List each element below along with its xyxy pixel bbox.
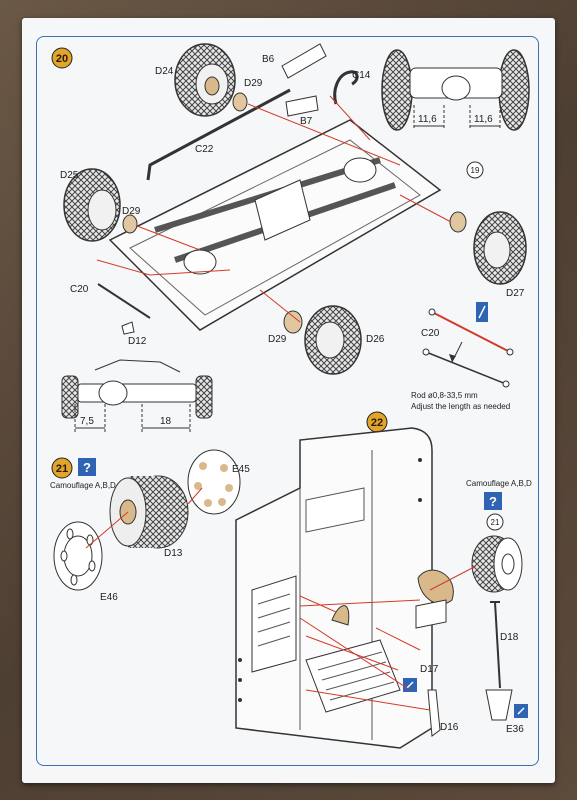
svg-text:22: 22 — [371, 417, 383, 429]
part-d12 — [121, 321, 135, 335]
label-c14: C14 — [352, 70, 371, 81]
label-c20: C20 — [70, 284, 89, 295]
page-frame — [36, 36, 539, 766]
body-panel — [235, 427, 454, 749]
label-d18: D18 — [500, 632, 519, 643]
rod-note-2: Adjust the length as needed — [411, 402, 510, 411]
step-19-ref: 19 — [466, 161, 484, 179]
dim-bottom-left: 7,5 — [80, 416, 94, 427]
label-d24: D24 — [155, 66, 174, 77]
callout-lines-step22 — [299, 565, 477, 711]
part-c20-link — [97, 283, 151, 319]
disc-e46 — [53, 521, 103, 591]
label-d26: D26 — [366, 334, 385, 345]
part-c14 — [333, 70, 359, 105]
part-d18-shovel — [485, 601, 513, 721]
label-e46: E46 — [100, 592, 118, 603]
label-e36: E36 — [506, 724, 524, 735]
dim-bottom-right: 18 — [160, 416, 172, 427]
label-d27: D27 — [506, 288, 525, 299]
chassis-frame — [108, 119, 442, 331]
info-icon-step21: ? — [78, 458, 96, 476]
hub-d29-bottom — [283, 310, 303, 334]
svg-text:?: ? — [83, 460, 91, 475]
rod-note-1: Rod ø0,8-33,5 mm — [411, 391, 478, 400]
camouflage-step21: Camouflage A,B,D — [50, 481, 116, 490]
callout-lines-step21 — [85, 487, 203, 549]
hub-d29-top — [232, 92, 248, 112]
part-c22-rod — [146, 88, 291, 181]
label-d16: D16 — [440, 722, 459, 733]
dim-top-right: 11,6 — [474, 114, 493, 125]
label-b7: B7 — [300, 116, 313, 127]
label-e45: E45 — [232, 464, 250, 475]
label-d29-top: D29 — [244, 78, 263, 89]
hub-d29-right — [449, 211, 467, 233]
dim-top-left: 11,6 — [418, 114, 437, 125]
label-d12: D12 — [128, 336, 147, 347]
camouflage-step22: Camouflage A,B,D — [466, 479, 532, 488]
step-21-badge: 21 — [51, 457, 73, 479]
svg-text:21: 21 — [491, 518, 500, 527]
step-22-badge: 22 — [366, 411, 388, 433]
label-d29-bottom: D29 — [268, 334, 287, 345]
label-d13: D13 — [164, 548, 183, 559]
axle-bottom-view — [61, 359, 213, 432]
info-icon-e36 — [514, 704, 528, 718]
wheel-d24 — [174, 43, 236, 117]
axle-top-view — [381, 49, 530, 131]
label-d17: D17 — [420, 664, 439, 675]
wheel-d25 — [63, 168, 121, 242]
part-b7 — [285, 95, 319, 117]
drum-d13 — [109, 475, 189, 549]
label-b6: B6 — [262, 54, 275, 65]
info-icon-step22: ? — [484, 492, 502, 510]
spare-drum — [471, 535, 523, 593]
svg-text:21: 21 — [56, 463, 68, 475]
svg-text:19: 19 — [471, 166, 480, 175]
step-21-ref: 21 — [486, 513, 504, 531]
svg-text:?: ? — [489, 494, 497, 509]
info-icon-d17 — [403, 678, 417, 692]
rod-inset — [422, 302, 514, 388]
hub-d29-left — [122, 214, 138, 234]
step-20-badge: 20 — [51, 47, 73, 69]
wheel-d26 — [304, 305, 362, 375]
wheel-d27 — [473, 211, 527, 285]
callout-lines-step20 — [96, 95, 452, 323]
label-d25: D25 — [60, 170, 79, 181]
part-b6 — [281, 43, 327, 79]
label-c22: C22 — [195, 144, 214, 155]
svg-text:20: 20 — [56, 53, 68, 65]
label-d29-left: D29 — [122, 206, 141, 217]
disc-e45 — [187, 449, 241, 515]
label-rod-c20: C20 — [421, 328, 440, 339]
part-d16 — [427, 689, 441, 737]
